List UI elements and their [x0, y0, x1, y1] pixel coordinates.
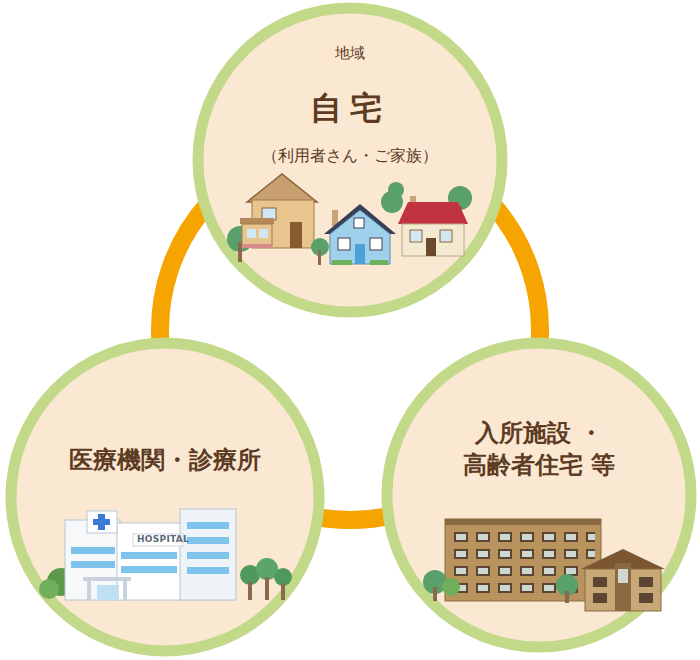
facility-illustration [381, 337, 697, 653]
node-title: 医療機関・診療所 [25, 445, 305, 475]
circle-node: 地域自宅 （利用者さん・ご家族） [192, 2, 508, 318]
ring-connector [491, 202, 540, 349]
circle-node: 医療機関・診療所 HOSPITAL [5, 337, 325, 657]
region-label: 地域 [250, 44, 450, 63]
ring-connector [311, 514, 396, 520]
building-sign: HOSPITAL [137, 534, 189, 544]
node-title: 入所施設 ・ 高齢者住宅 等 [454, 417, 624, 482]
ring-connector [160, 202, 209, 349]
hospital-illustration [5, 337, 325, 657]
circle-node: 入所施設 ・ 高齢者住宅 等 [381, 337, 697, 653]
node-title: 自宅 [250, 88, 450, 128]
node-title: （利用者さん・ご家族） [220, 146, 480, 166]
circle-outline [5, 337, 325, 657]
